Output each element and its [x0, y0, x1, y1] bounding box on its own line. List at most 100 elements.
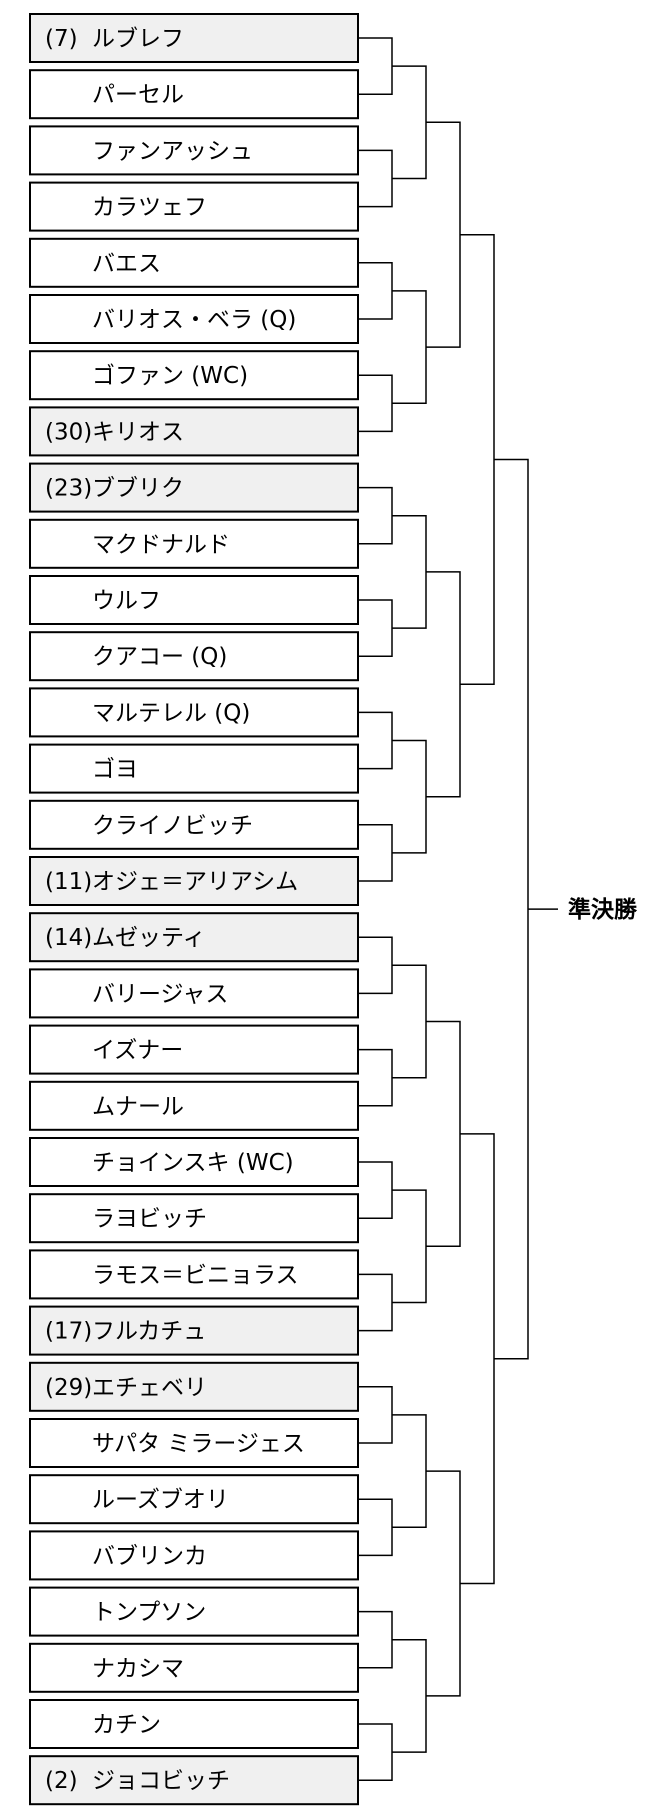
entry-box	[29, 912, 359, 963]
bracket-entry: チョインスキ (WC)	[29, 1137, 359, 1187]
entry-name: キリオス	[92, 419, 184, 445]
entry-box	[29, 1418, 359, 1468]
bracket-entry: バリオス・ベラ (Q)	[29, 294, 359, 344]
entry-name: バリオス・ベラ (Q)	[92, 307, 296, 333]
entry-box	[29, 294, 359, 344]
entry-box	[29, 1699, 359, 1749]
bracket-entry: カラツェフ	[29, 181, 359, 232]
bracket-entry: サパタ ミラージェス	[29, 1418, 359, 1468]
bracket-connector-round-2	[392, 1638, 427, 1753]
bracket-entry: バエス	[29, 237, 359, 288]
entry-name: ファンアッシュ	[92, 138, 253, 164]
bracket-entry: ファンアッシュ	[29, 125, 359, 176]
bracket-entry: クライノビッチ	[29, 799, 359, 850]
entry-box	[29, 575, 359, 625]
bracket-connector-round-2	[392, 739, 427, 854]
entry-name: トンプソン	[92, 1600, 206, 1626]
entry-name: ムナール	[92, 1094, 184, 1120]
bracket-connector-round-1	[358, 1048, 393, 1107]
entry-box	[29, 743, 359, 794]
bracket-entry: マルテレル (Q)	[29, 687, 359, 738]
entry-box	[29, 968, 359, 1019]
entry-name: ナカシマ	[92, 1656, 184, 1682]
entry-name: サパタ ミラージェス	[92, 1431, 305, 1457]
bracket-entry: ナカシマ	[29, 1642, 359, 1693]
entry-seed: (2)	[45, 1768, 78, 1794]
bracket-entry: パーセル	[29, 69, 359, 120]
bracket-connector-round-1	[358, 149, 393, 208]
entry-box	[29, 13, 359, 63]
entry-name: マルテレル (Q)	[92, 700, 250, 726]
bracket-entry: ゴファン (WC)	[29, 350, 359, 401]
bracket-entry: (7)ルブレフ	[29, 13, 359, 63]
bracket-connector-round-2	[392, 290, 427, 405]
entry-name: フルカチュ	[92, 1319, 206, 1345]
entry-box	[29, 1137, 359, 1187]
entry-name: クアコー (Q)	[92, 644, 227, 670]
bracket-connector-round-4	[460, 233, 495, 686]
entry-box	[29, 1530, 359, 1581]
entry-name: エチェベリ	[92, 1375, 207, 1401]
bracket-entry: クアコー (Q)	[29, 631, 359, 682]
bracket-entry: バリージャス	[29, 968, 359, 1019]
entry-box	[29, 1249, 359, 1300]
entry-name: ウルフ	[92, 588, 161, 614]
entry-box	[29, 69, 359, 120]
entry-name: カラツェフ	[92, 195, 207, 221]
bracket-connector-round-1	[358, 936, 393, 995]
entry-seed: (30)	[45, 419, 92, 445]
entry-box	[29, 1024, 359, 1075]
entry-box	[29, 1361, 359, 1412]
bracket-entry: ウルフ	[29, 575, 359, 625]
entry-box	[29, 181, 359, 232]
bracket-entry: (17)フルカチュ	[29, 1305, 359, 1356]
entry-seed: (23)	[45, 476, 92, 502]
bracket-entry: カチン	[29, 1699, 359, 1749]
entry-name: ゴファン (WC)	[92, 363, 248, 389]
bracket-connector-round-2	[392, 1414, 427, 1529]
bracket-lines	[358, 37, 558, 1781]
bracket-entry: (2) ジョコビッチ	[29, 1755, 359, 1806]
bracket-connector-round-1	[358, 1161, 393, 1219]
entry-box	[29, 406, 359, 457]
bracket-connector-round-1	[358, 1723, 393, 1781]
bracket-entry: トンプソン	[29, 1586, 359, 1637]
bracket-entry: イズナー	[29, 1024, 359, 1075]
bracket-entry: ラヨビッチ	[29, 1193, 359, 1244]
bracket-connector-round-1	[358, 374, 393, 433]
entry-name: パーセル	[92, 82, 184, 108]
bracket-connector-round-1	[358, 1610, 393, 1669]
entry-name: バリージャス	[92, 981, 228, 1007]
entry-name: ゴヨ	[92, 757, 138, 783]
bracket-connector-round-2	[392, 65, 427, 180]
round-label-semifinal: 準決勝	[568, 896, 638, 923]
bracket-connector-round-1	[358, 262, 393, 320]
entry-box	[29, 631, 359, 682]
entry-box	[29, 1755, 359, 1806]
bracket-entry: バブリンカ	[29, 1530, 359, 1581]
bracket-connector-round-1	[358, 599, 393, 657]
bracket-entry: (23)ブブリク	[29, 462, 359, 513]
entry-name: ムゼッティ	[92, 925, 206, 951]
bracket-entry: ラモス＝ビニョラス	[29, 1249, 359, 1300]
entry-name: ラヨビッチ	[92, 1206, 207, 1232]
entry-seed: (29)	[45, 1375, 92, 1401]
entry-name: イズナー	[92, 1038, 183, 1064]
entry-box	[29, 125, 359, 176]
bracket-entry: (14)ムゼッティ	[29, 912, 359, 963]
entry-box	[29, 1642, 359, 1693]
bracket-entry: ルーズブオリ	[29, 1474, 359, 1525]
bracket-connector-round-3	[426, 121, 461, 348]
entry-box	[29, 237, 359, 288]
bracket-connector-round-2	[392, 964, 427, 1079]
entry-name: ジョコビッチ	[92, 1768, 230, 1794]
entry-seed: (14)	[45, 925, 92, 951]
bracket-connector-round-5	[494, 458, 529, 1360]
bracket-connector-round-2	[392, 514, 427, 629]
bracket-entry: ゴヨ	[29, 743, 359, 794]
bracket-connector-round-2	[392, 1189, 427, 1304]
bracket-connector-round-1	[358, 1386, 393, 1444]
entry-box	[29, 1305, 359, 1356]
entry-seed: (11)	[45, 869, 92, 895]
